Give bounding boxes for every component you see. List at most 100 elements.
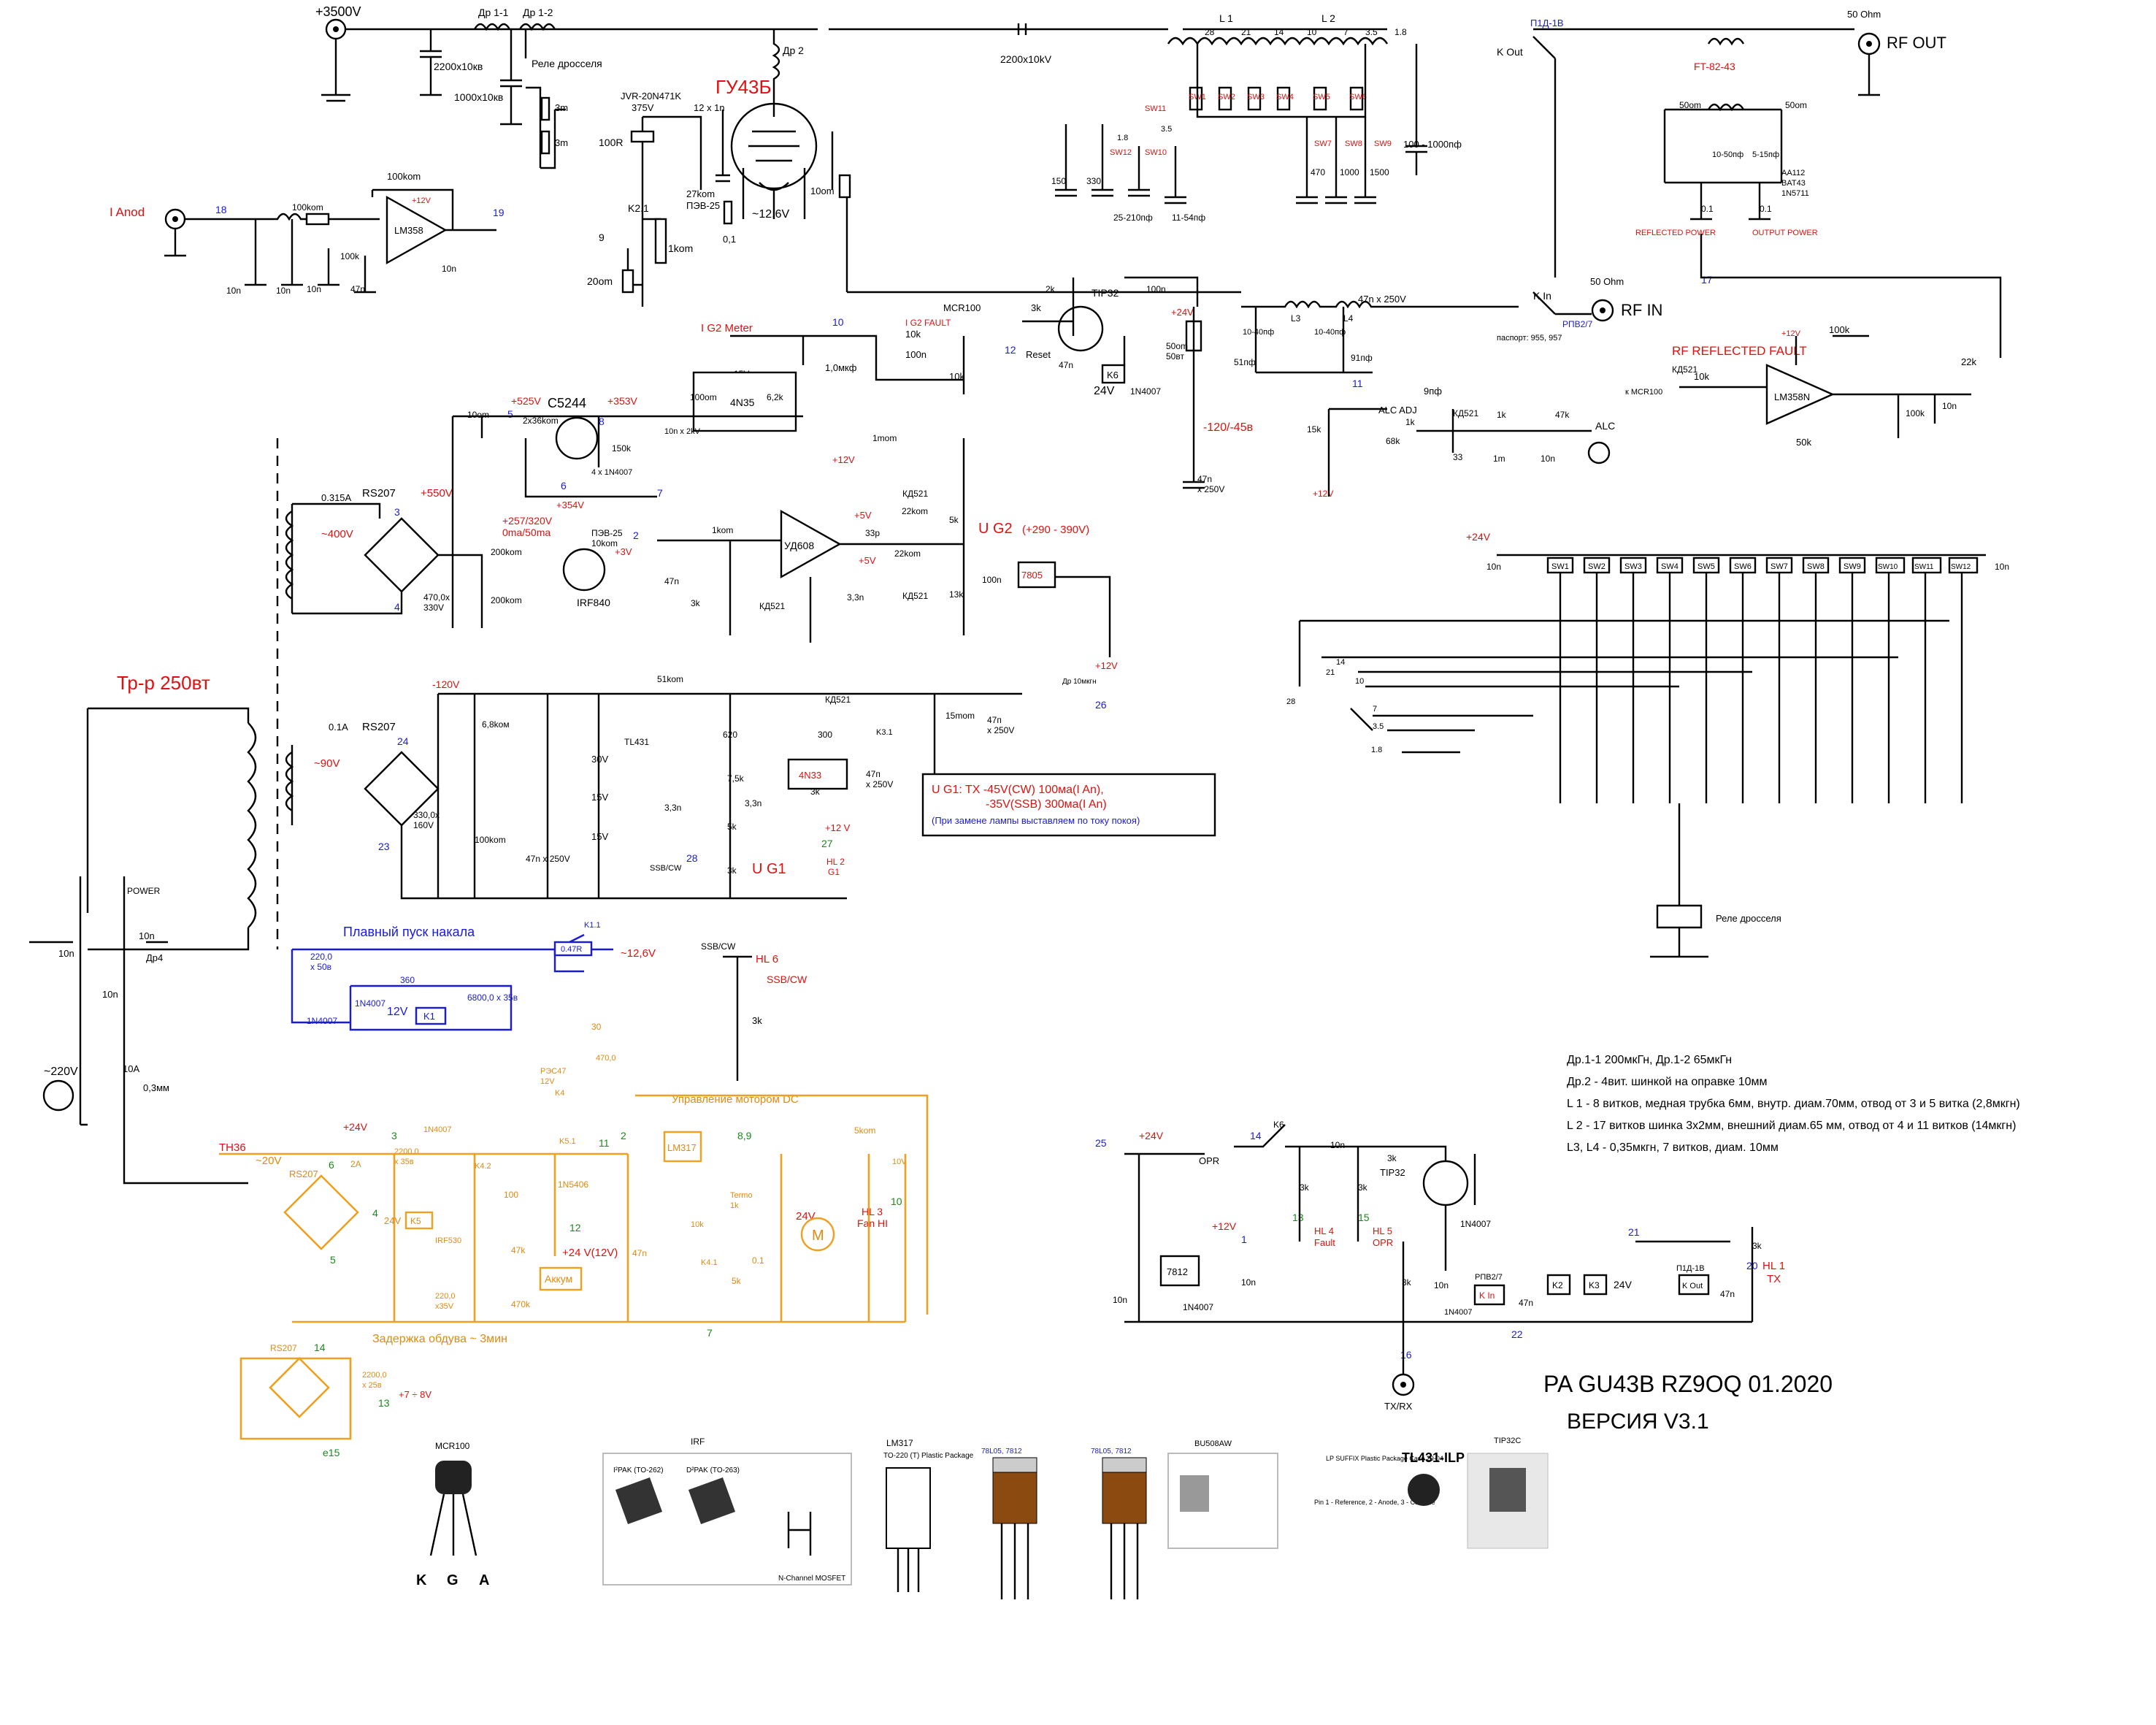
- dr12-label: Др 1-2: [523, 7, 553, 18]
- rs207-label-3: RS207: [289, 1169, 318, 1179]
- svg-text:330,0x: 330,0x: [413, 810, 440, 820]
- pkg-78l-2: 78L05, 7812: [1091, 1447, 1132, 1456]
- c-out-label: 2200x10kV: [1000, 53, 1052, 65]
- note-5: L3, L4 - 0,35мкгн, 7 витков, диам. 10мм: [1567, 1141, 1779, 1154]
- v24-label-1: +24V: [343, 1121, 368, 1133]
- svg-text:10k: 10k: [1694, 371, 1709, 382]
- svg-text:0.315A: 0.315A: [321, 492, 352, 503]
- c-hv2-label: 1000x10кв: [454, 91, 503, 103]
- v126-label: ~12,6V: [621, 947, 656, 960]
- pkg-irf-title: IRF: [691, 1437, 705, 1447]
- hv-label: +3500V: [315, 4, 361, 19]
- svg-text:1N4007: 1N4007: [1460, 1219, 1491, 1229]
- svg-text:375V: 375V: [632, 102, 654, 113]
- anode-section: +3500V 2200x10кв 1000x10кв Др 1-1 Др 1-2…: [315, 4, 1854, 169]
- reset-label: Reset: [1026, 349, 1051, 360]
- svg-text:15V: 15V: [591, 792, 608, 803]
- svg-text:SSB/CW: SSB/CW: [650, 864, 682, 873]
- svg-text:100R: 100R: [599, 137, 623, 148]
- fault-label: Fault: [1314, 1237, 1335, 1248]
- tip32-symbol: [1422, 1160, 1469, 1206]
- svg-text:x 250V: x 250V: [1197, 484, 1224, 494]
- svg-text:3m: 3m: [555, 137, 568, 148]
- svg-text:РПВ2/7: РПВ2/7: [1475, 1273, 1503, 1282]
- v120-label: -120V: [432, 678, 460, 690]
- svg-text:КД521: КД521: [1453, 408, 1478, 418]
- svg-text:K6: K6: [1107, 370, 1119, 380]
- svg-text:470k: 470k: [511, 1299, 531, 1309]
- hl4-label: HL 4: [1314, 1225, 1334, 1236]
- svg-text:0.1: 0.1: [1760, 204, 1772, 214]
- svg-text:10n: 10n: [276, 286, 291, 296]
- svg-text:33: 33: [1453, 452, 1463, 462]
- svg-text:3k: 3k: [691, 598, 701, 608]
- ug2-label: U G2: [978, 521, 1013, 537]
- svg-text:200kom: 200kom: [491, 595, 522, 605]
- svg-text:22kom: 22kom: [902, 506, 928, 516]
- svg-text:SW12: SW12: [1951, 563, 1971, 571]
- svg-text:1kom: 1kom: [712, 525, 733, 535]
- svg-text:23: 23: [378, 841, 390, 852]
- svg-text:220,0: 220,0: [435, 1292, 456, 1301]
- output-power-label: OUTPUT POWER: [1752, 229, 1818, 237]
- svg-text:SW2: SW2: [1218, 93, 1235, 102]
- svg-text:10n: 10n: [1486, 562, 1501, 572]
- svg-text:10n: 10n: [307, 284, 321, 294]
- transformer-label: Тр-р 250вт: [117, 672, 210, 694]
- svg-text:x35V: x35V: [435, 1302, 454, 1311]
- pkg-bu508: BU508AW: [1194, 1439, 1232, 1448]
- svg-text:3k: 3k: [1300, 1182, 1310, 1193]
- output-section: П1Д-1В K Out RF OUT 50 Ohm FT-82-43 50om…: [1497, 9, 2002, 358]
- svg-text:10: 10: [1307, 27, 1317, 37]
- svg-text:47п: 47п: [866, 769, 881, 779]
- svg-text:1,0мкф: 1,0мкф: [825, 362, 857, 373]
- g2-supply: I G2 Meter 10 10k 1,0мкф I G2 FAULT MCR1…: [453, 276, 1199, 671]
- svg-text:~12.6V: ~12.6V: [752, 208, 789, 221]
- svg-text:1N4007: 1N4007: [423, 1125, 452, 1134]
- svg-text:1.8: 1.8: [1371, 746, 1382, 754]
- svg-text:0.1: 0.1: [1701, 204, 1714, 214]
- svg-text:19: 19: [493, 207, 505, 218]
- ug1-note-1: U G1: TX -45V(CW) 100ма(I An),: [932, 784, 1104, 796]
- svg-text:1k: 1k: [1497, 410, 1507, 420]
- v354-label: +354V: [556, 500, 584, 510]
- note-1: Др.1-1 200мкГн, Др.1-2 65мкГн: [1567, 1054, 1732, 1066]
- svg-text:Др 10мкгн: Др 10мкгн: [1062, 678, 1097, 686]
- ug1-label: U G1: [752, 861, 786, 877]
- package-references: MCR100 K G A IRF I²PAK (TO-262) D²PAK (T…: [416, 1437, 1549, 1599]
- svg-text:+12V: +12V: [412, 196, 431, 205]
- fan-motor-icon: [800, 1217, 835, 1252]
- svg-text:150: 150: [1051, 176, 1066, 186]
- svg-text:x 250V: x 250V: [987, 725, 1014, 735]
- svg-text:3: 3: [394, 506, 400, 518]
- ug1-note: U G1: TX -45V(CW) 100ма(I An), -35V(SSB)…: [921, 773, 1216, 837]
- svg-text:22kom: 22kom: [894, 548, 921, 559]
- rf-out-label: RF OUT: [1887, 34, 1946, 52]
- svg-text:47k: 47k: [511, 1245, 526, 1255]
- note-3: L 1 - 8 витков, медная трубка 6мм, внутр…: [1567, 1098, 2020, 1110]
- rf-reflected-fault: RF REFLECTED FAULT LM358N 100k 10k к MCR…: [1625, 324, 1976, 448]
- svg-text:10n: 10n: [1330, 1140, 1345, 1150]
- svg-text:10: 10: [1355, 677, 1364, 686]
- svg-text:K4.2: K4.2: [475, 1162, 491, 1171]
- svg-text:47п: 47п: [987, 715, 1002, 725]
- svg-text:10n: 10n: [1541, 454, 1555, 464]
- svg-text:SW11: SW11: [1914, 563, 1934, 571]
- svg-text:K3: K3: [1589, 1280, 1600, 1290]
- svg-text:47k: 47k: [1555, 410, 1570, 420]
- v257-label: +257/320V: [502, 515, 553, 527]
- lm317-label: LM317: [667, 1142, 697, 1153]
- svg-text:SW11: SW11: [1145, 104, 1166, 113]
- svg-text:SW7: SW7: [1314, 139, 1332, 148]
- svg-text:Termo: Termo: [730, 1191, 753, 1200]
- svg-text:10n: 10n: [1995, 562, 2009, 572]
- svg-text:+12 V: +12 V: [825, 822, 851, 833]
- pkg-tl431ilp: TL431-ILP: [1402, 1450, 1465, 1465]
- k-out-label: K Out: [1497, 46, 1523, 58]
- svg-text:1mom: 1mom: [872, 433, 897, 443]
- svg-text:28: 28: [686, 852, 698, 864]
- svg-text:47n: 47n: [1197, 474, 1212, 484]
- svg-text:x 50в: x 50в: [310, 962, 331, 972]
- svg-text:51пф: 51пф: [1234, 357, 1256, 367]
- anode-current-meter: I Anod 18 100kom LM358 100kom 19 10n 10n…: [110, 171, 505, 296]
